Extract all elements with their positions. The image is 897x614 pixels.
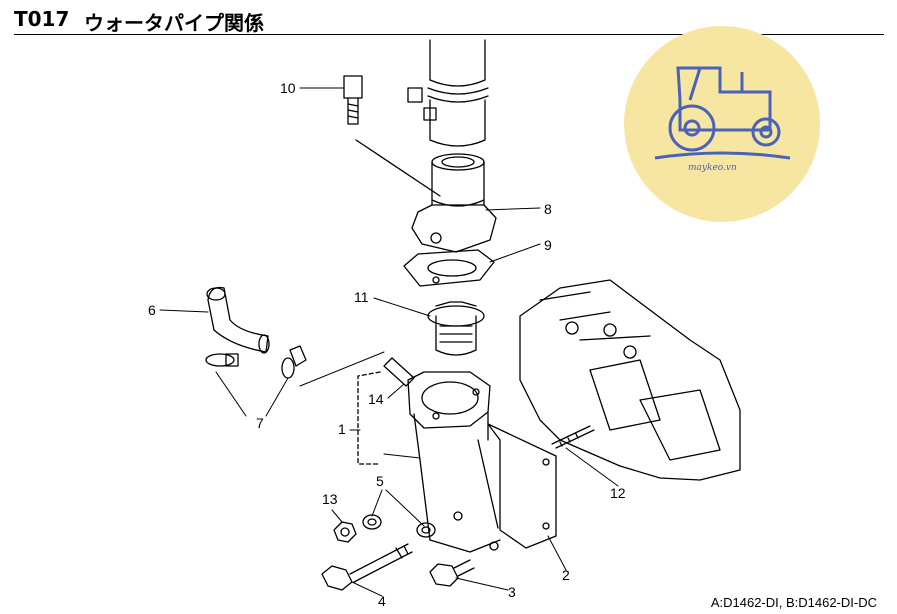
callout-7: 7 — [256, 415, 264, 431]
page-header: T017 ウォータパイプ関係 — [14, 4, 884, 35]
model-footnote: A:D1462-DI, B:D1462-DI-DC — [710, 595, 877, 610]
callout-5: 5 — [376, 473, 384, 489]
hose-clips — [205, 345, 307, 379]
bolt-top — [343, 75, 441, 197]
diagram-title: ウォータパイプ関係 — [84, 11, 264, 35]
upper-hose — [407, 39, 489, 147]
callout-2: 2 — [562, 567, 570, 583]
bolt-long — [321, 543, 413, 591]
nut — [333, 521, 357, 543]
bypass-hose — [206, 286, 270, 354]
gasket — [403, 249, 495, 287]
thermostat-housing — [383, 357, 501, 553]
water-outlet-pipe — [411, 153, 497, 253]
tractor-icon — [654, 66, 791, 160]
callout-11: 11 — [354, 289, 369, 305]
watermark-circle — [624, 26, 820, 222]
leader-lines — [159, 87, 619, 597]
callout-9: 9 — [544, 237, 552, 253]
callout-13: 13 — [322, 491, 338, 507]
callout-3: 3 — [508, 584, 516, 600]
diagram-code: T017 — [14, 7, 70, 31]
stud-bolt — [551, 425, 595, 449]
watermark-brand: maykeo.vn — [688, 163, 737, 173]
watermark-logo: maykeo.vn — [624, 26, 820, 222]
thermostat — [427, 301, 485, 356]
cylinder-head — [519, 279, 741, 481]
housing-gasket — [487, 423, 557, 549]
callout-12: 12 — [610, 485, 626, 501]
callout-14: 14 — [368, 391, 384, 407]
callout-1: 1 — [338, 421, 346, 437]
callout-6: 6 — [148, 302, 156, 318]
callout-8: 8 — [544, 201, 552, 217]
callout-4: 4 — [378, 593, 386, 609]
bolt-short — [429, 559, 475, 587]
callout-10: 10 — [280, 80, 296, 96]
